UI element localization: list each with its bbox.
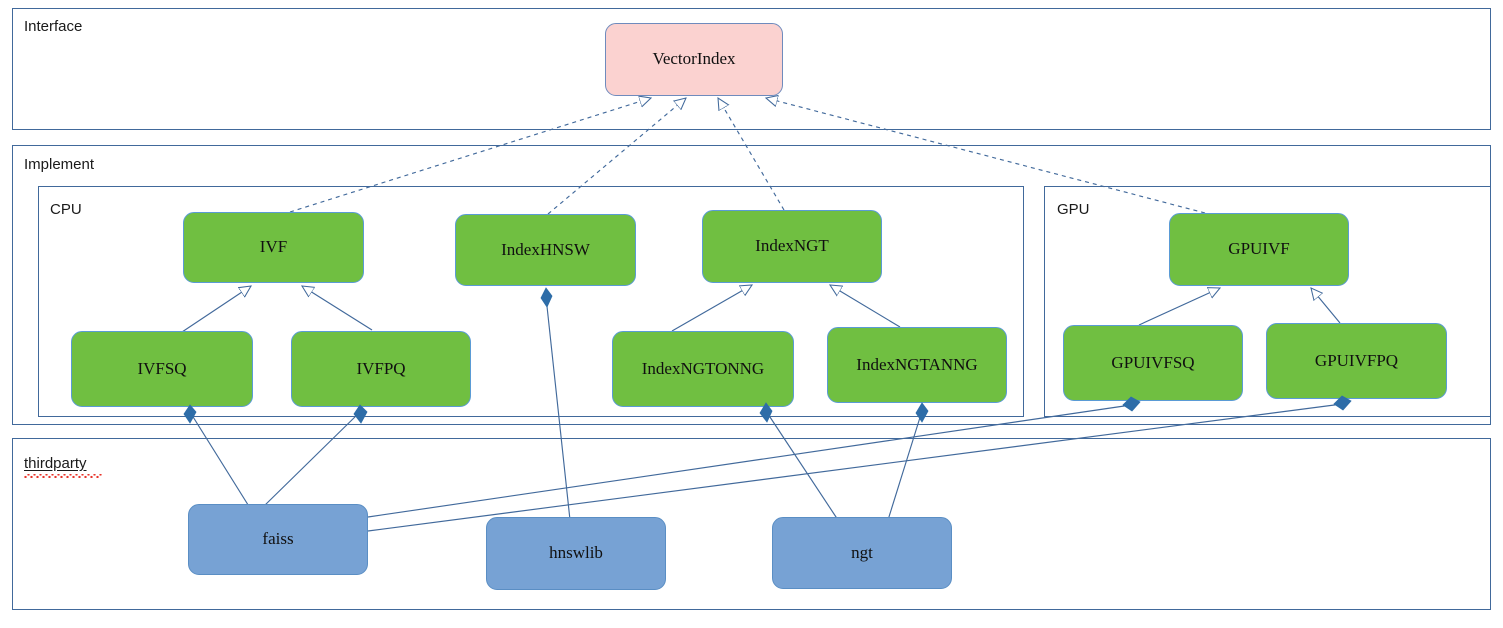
edge-indexhnsw-vectorindex xyxy=(547,98,686,215)
package-gpu xyxy=(1044,186,1491,417)
class-node-indexngt[interactable]: IndexNGT xyxy=(702,210,882,283)
package-label-cpu: CPU xyxy=(50,201,82,218)
class-node-label: IndexHNSW xyxy=(501,239,590,259)
class-node-ngt[interactable]: ngt xyxy=(772,517,952,589)
package-cpu xyxy=(38,186,1024,417)
class-node-label: GPUIVF xyxy=(1228,239,1290,259)
package-interface xyxy=(12,8,1491,130)
edge-faiss-gpuivfsq xyxy=(367,404,1132,518)
composition-diamond-gpuivfsq xyxy=(1122,396,1141,412)
edge-indexngtonng-indexngt xyxy=(671,285,752,332)
edge-hnswlib-indexhnsw xyxy=(545,296,571,521)
class-node-label: IVF xyxy=(259,237,288,257)
class-node-label: GPUIVFPQ xyxy=(1314,350,1399,370)
edge-gpuivfpq-gpuivf xyxy=(1311,288,1341,324)
class-node-label: IndexNGTONNG xyxy=(641,358,765,378)
class-node-label: IndexNGT xyxy=(755,236,829,256)
package-thirdparty xyxy=(12,438,1491,610)
class-node-indexngtanng[interactable]: IndexNGTANNG xyxy=(827,327,1007,403)
class-node-label: IVFPQ xyxy=(356,358,406,378)
package-label-thirdparty: thirdparty xyxy=(24,455,87,472)
class-node-gpuivfpq[interactable]: GPUIVFPQ xyxy=(1266,323,1447,399)
class-node-indexhnsw[interactable]: IndexHNSW xyxy=(455,214,636,286)
edge-ngt-indexngtonng xyxy=(765,410,839,521)
class-node-label: VectorIndex xyxy=(652,49,736,69)
composition-diamond-indexhnsw xyxy=(540,287,553,308)
class-node-hnswlib[interactable]: hnswlib xyxy=(486,517,666,590)
class-node-vectorindex[interactable]: VectorIndex xyxy=(605,23,783,96)
class-node-label: faiss xyxy=(262,529,294,549)
composition-diamond-ivfsq xyxy=(183,404,197,424)
edge-gpuivfsq-gpuivf xyxy=(1138,288,1220,326)
edge-faiss-ivfsq xyxy=(189,411,251,509)
class-node-gpuivfsq[interactable]: GPUIVFSQ xyxy=(1063,325,1243,401)
edge-ivfsq-ivf xyxy=(181,286,251,333)
package-label-interface: Interface xyxy=(24,18,83,35)
edge-gpuivf-vectorindex xyxy=(766,98,1206,214)
spellcheck-squiggle-thirdparty xyxy=(24,474,102,478)
package-label-gpu: GPU xyxy=(1057,201,1090,218)
class-node-faiss[interactable]: faiss xyxy=(188,504,368,575)
edge-faiss-ivfpq xyxy=(261,411,361,509)
class-node-ivfpq[interactable]: IVFPQ xyxy=(291,331,471,407)
class-node-label: hnswlib xyxy=(549,543,603,563)
composition-diamond-indexngtonng xyxy=(759,402,773,423)
package-label-implement: Implement xyxy=(24,156,95,173)
edge-faiss-gpuivfpq xyxy=(367,403,1343,532)
composition-diamond-ivfpq xyxy=(353,404,368,424)
edge-ivfpq-ivf xyxy=(302,286,373,331)
class-node-ivf[interactable]: IVF xyxy=(183,212,364,283)
edge-indexngt-vectorindex xyxy=(718,98,785,211)
class-node-label: GPUIVFSQ xyxy=(1111,352,1195,372)
edge-indexngtanng-indexngt xyxy=(830,285,901,328)
class-node-indexngtonng[interactable]: IndexNGTONNG xyxy=(612,331,794,407)
composition-diamond-gpuivfpq xyxy=(1333,395,1352,411)
class-node-label: IndexNGTANNG xyxy=(856,354,978,374)
composition-diamond-indexngtanng xyxy=(915,402,929,423)
edge-ngt-indexngtanng xyxy=(887,410,923,521)
class-node-gpuivf[interactable]: GPUIVF xyxy=(1169,213,1349,286)
class-node-ivfsq[interactable]: IVFSQ xyxy=(71,331,253,407)
edge-ivf-vectorindex xyxy=(289,98,651,213)
class-node-label: IVFSQ xyxy=(137,358,187,378)
class-node-label: ngt xyxy=(851,542,873,562)
